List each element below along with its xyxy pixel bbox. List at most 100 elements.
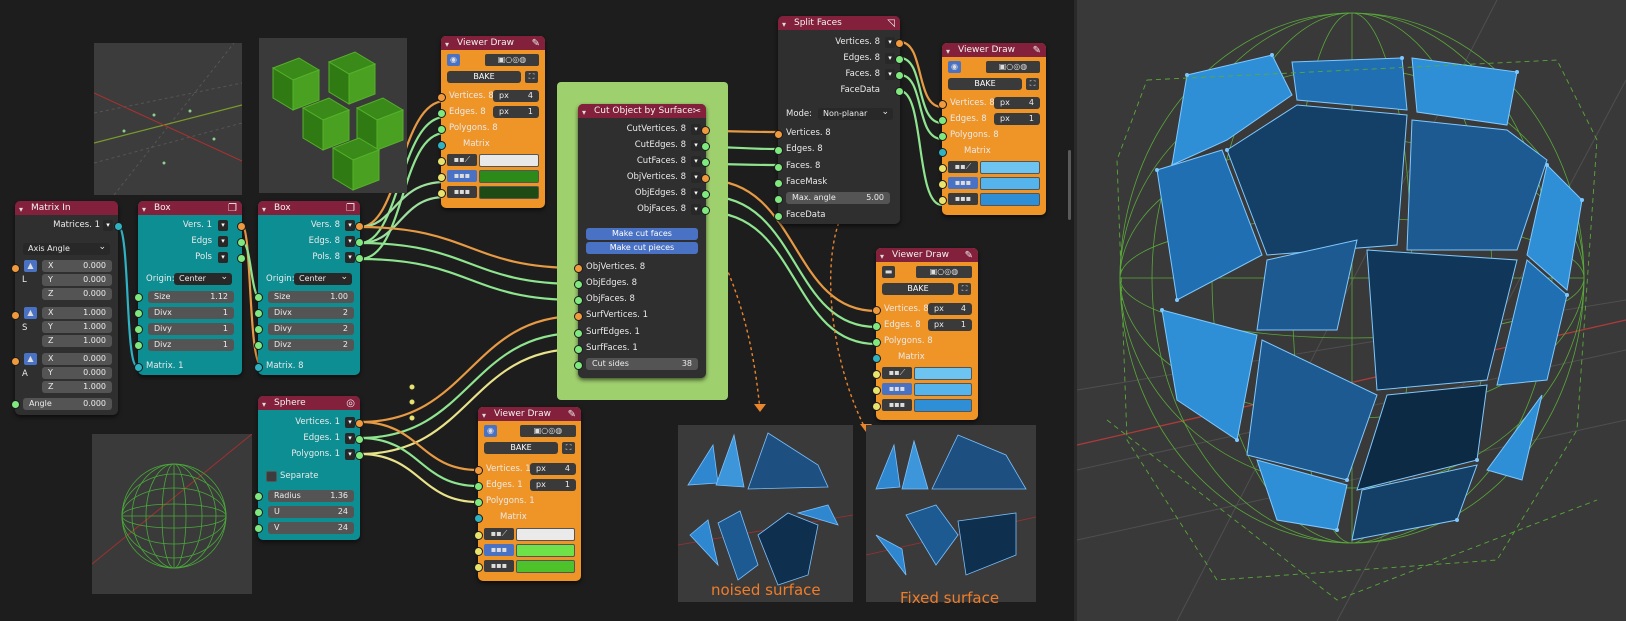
input-divy-socket[interactable]: [134, 325, 143, 334]
output-vertices-dropdown[interactable]: ▾: [345, 417, 355, 428]
output-pols-socket[interactable]: [237, 254, 246, 263]
input-vertices-socket[interactable]: [938, 100, 947, 109]
editor-scrollbar[interactable]: [1068, 150, 1071, 220]
output-pols-dropdown[interactable]: ▾: [345, 252, 355, 263]
input-vcolor-socket[interactable]: [474, 531, 483, 540]
input-divx-socket[interactable]: [254, 309, 263, 318]
input-ecolor-socket[interactable]: [938, 180, 947, 189]
input-surfedges-socket[interactable]: [574, 329, 583, 338]
make-cut-faces-toggle[interactable]: Make cut faces: [586, 228, 698, 240]
output-cutedges-socket[interactable]: [701, 142, 710, 151]
output-edgs-socket[interactable]: [237, 238, 246, 247]
output-faces-dropdown[interactable]: ▾: [885, 69, 895, 80]
vertex-color-icon[interactable]: ▪▪⟋: [948, 161, 978, 173]
pencil-icon[interactable]: ✎: [567, 409, 576, 420]
input-matrix-socket[interactable]: [134, 363, 143, 372]
output-edges-socket[interactable]: [895, 55, 904, 64]
input-edges-socket[interactable]: [872, 322, 881, 331]
output-cutvertices-socket[interactable]: [701, 126, 710, 135]
output-polygons-dropdown[interactable]: ▾: [345, 449, 355, 460]
input-pcolor-socket[interactable]: [938, 196, 947, 205]
collapse-icon[interactable]: ▾: [482, 411, 487, 420]
node-viewer-draw-2[interactable]: ▾Viewer Draw✎ ◉ ▣○◎◍ BAKE ⛶ Vertices. 8 …: [938, 43, 1046, 215]
output-matrices-dropdown[interactable]: ▾: [103, 220, 113, 231]
node-split-faces[interactable]: ▾Split Faces◹ Vertices. 8 ▾ Edges. 8 ▾ F…: [774, 16, 904, 224]
output-polygons-socket[interactable]: [355, 451, 364, 460]
pencil-icon[interactable]: ✎: [964, 250, 973, 261]
input-divz-socket[interactable]: [254, 341, 263, 350]
output-vertices-socket[interactable]: [355, 419, 364, 428]
output-vers-dropdown[interactable]: ▾: [218, 220, 228, 231]
input-pcolor-socket[interactable]: [474, 563, 483, 572]
input-vcolor-socket[interactable]: [437, 157, 446, 166]
collapse-icon[interactable]: ▾: [262, 400, 267, 409]
output-cutedges-dropdown[interactable]: ▾: [691, 140, 701, 151]
input-ecolor-socket[interactable]: [437, 173, 446, 182]
edge-color-swatch[interactable]: [479, 170, 539, 183]
input-matrix-socket[interactable]: [872, 354, 881, 363]
input-polygons-socket[interactable]: [474, 498, 483, 507]
vertex-color-swatch[interactable]: [914, 367, 972, 380]
input-vcolor-socket[interactable]: [938, 164, 947, 173]
collapse-icon[interactable]: ▾: [19, 205, 24, 214]
input-objvertices-socket[interactable]: [574, 264, 583, 273]
make-cut-pieces-toggle[interactable]: Make cut pieces: [586, 242, 698, 254]
3d-viewport[interactable]: [1077, 0, 1626, 621]
output-vers-socket[interactable]: [237, 222, 246, 231]
collapse-icon[interactable]: ▾: [142, 205, 147, 214]
copy-icon[interactable]: ❐: [346, 203, 355, 214]
output-objfaces-dropdown[interactable]: ▾: [691, 204, 701, 215]
input-edges-socket[interactable]: [437, 109, 446, 118]
input-matrix-socket[interactable]: [437, 141, 446, 150]
node-sphere[interactable]: ▾Sphere◎ Vertices. 1 ▾ Edges. 1 ▾ Polygo…: [254, 396, 364, 540]
poly-color-swatch[interactable]: [479, 186, 539, 199]
display-mode-icon[interactable]: ▣○◎◍: [520, 425, 576, 437]
input-vertices-socket[interactable]: [474, 466, 483, 475]
node-box-1[interactable]: ▾Box❐ Vers. 1 ▾ Edgs ▾ Pols ▾ Origin: Ce…: [134, 201, 246, 375]
poly-color-swatch[interactable]: [914, 399, 972, 412]
input-polygons-socket[interactable]: [938, 132, 947, 141]
output-edges-dropdown[interactable]: ▾: [345, 433, 355, 444]
output-objedges-dropdown[interactable]: ▾: [691, 188, 701, 199]
input-vcolor-socket[interactable]: [872, 370, 881, 379]
input-divz-socket[interactable]: [134, 341, 143, 350]
pencil-icon[interactable]: ✎: [531, 38, 540, 49]
fullscreen-icon[interactable]: ⛶: [958, 283, 971, 295]
input-pcolor-socket[interactable]: [437, 189, 446, 198]
output-objedges-socket[interactable]: [701, 190, 710, 199]
edge-color-icon[interactable]: ▪▪▪: [484, 544, 514, 556]
vertex-color-swatch[interactable]: [980, 161, 1040, 174]
eye-icon[interactable]: ◉: [484, 425, 497, 437]
origin-select[interactable]: Center: [174, 271, 232, 285]
edge-color-icon[interactable]: ▪▪▪: [948, 177, 978, 189]
output-objvertices-socket[interactable]: [701, 174, 710, 183]
eye-icon[interactable]: ◉: [948, 61, 961, 73]
poly-color-swatch[interactable]: [980, 193, 1040, 206]
output-pols-socket[interactable]: [355, 254, 364, 263]
output-edges-socket[interactable]: [355, 435, 364, 444]
pencil-icon[interactable]: ✎: [1032, 45, 1041, 56]
input-vertices-socket[interactable]: [872, 306, 881, 315]
input-edges-socket[interactable]: [774, 146, 783, 155]
collapse-icon[interactable]: ▾: [782, 20, 787, 29]
vertex-color-swatch[interactable]: [516, 528, 575, 541]
bake-button[interactable]: BAKE: [484, 442, 558, 454]
vertex-color-swatch[interactable]: [479, 154, 539, 167]
